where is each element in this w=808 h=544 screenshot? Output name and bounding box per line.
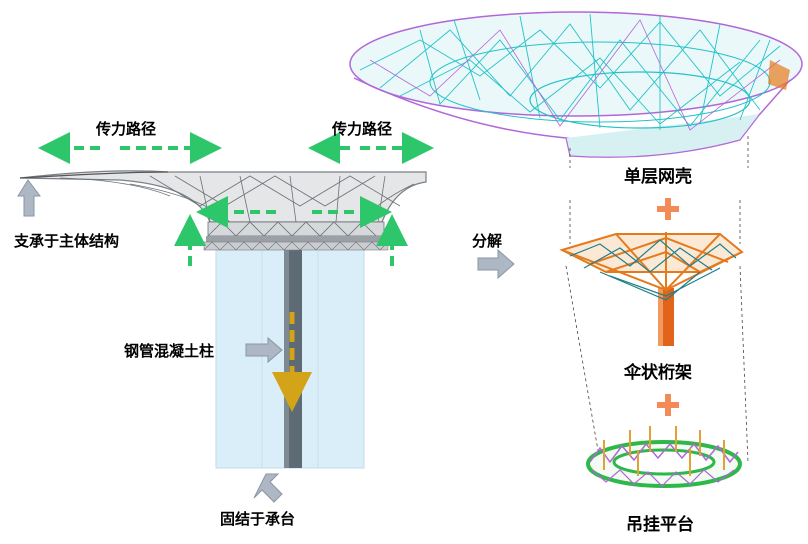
column-pointer-arrow bbox=[245, 336, 283, 364]
hanging-platform-label: 吊挂平台 bbox=[626, 515, 694, 535]
alignment-guides bbox=[565, 136, 749, 463]
force-path-arrows bbox=[38, 132, 434, 266]
force-path-label-left: 传力路径 bbox=[96, 120, 157, 138]
plus-signs bbox=[657, 198, 679, 416]
grey-pointer-arrows bbox=[17, 179, 515, 503]
plus-sign-2 bbox=[657, 394, 679, 416]
fixed-to-cap-label: 固结于承台 bbox=[220, 510, 296, 528]
single-layer-shell bbox=[349, 11, 803, 158]
decompose-label: 分解 bbox=[472, 232, 503, 250]
support-pointer-arrow bbox=[17, 179, 41, 217]
single-layer-shell-label: 单层网壳 bbox=[624, 167, 692, 187]
umbrella-truss bbox=[559, 232, 744, 346]
force-path-label-right: 传力路径 bbox=[332, 120, 393, 138]
umbrella-truss-label: 伞状桁架 bbox=[624, 363, 692, 383]
decompose-arrow bbox=[477, 248, 515, 280]
support-main-structure-label: 支承于主体结构 bbox=[14, 232, 120, 250]
plus-sign-1 bbox=[657, 198, 679, 220]
steel-column-label: 钢管混凝土柱 bbox=[124, 342, 215, 360]
cap-pointer-arrow bbox=[253, 473, 283, 503]
hanging-platform bbox=[586, 426, 742, 488]
